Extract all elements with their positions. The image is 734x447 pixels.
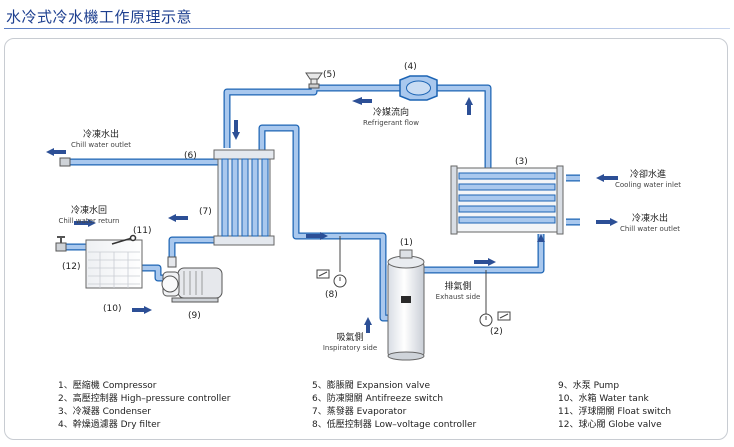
label-compressor-number: (1) <box>400 238 413 248</box>
legend-item: 12、球心閥 Globe valve <box>558 420 662 430</box>
legend-item: 3、冷凝器 Condenser <box>58 407 151 417</box>
diagram-frame <box>4 38 728 440</box>
legend-item: 7、蒸發器 Evaporator <box>312 407 407 417</box>
chill-return-label: 冷凍水回 Chill water return <box>58 206 120 225</box>
dry-filter <box>399 75 438 101</box>
condenser <box>450 165 564 235</box>
globe-valve-icon <box>55 236 67 252</box>
expansion-valve-icon <box>305 72 323 89</box>
chill-outlet-right-label: 冷凍水出 Chill water outlet <box>619 214 680 233</box>
pressure-gauge-icon <box>316 236 347 288</box>
compressor <box>387 249 425 361</box>
label-float-switch-number: (11) <box>133 226 152 236</box>
float-switch <box>111 234 137 245</box>
inspiratory-side-label: 吸氣側 Inspiratory side <box>322 333 378 352</box>
pump <box>161 256 223 303</box>
legend-item: 4、幹燥過濾器 Dry filter <box>58 420 161 430</box>
legend-item: 1、壓縮機 Compressor <box>58 381 157 391</box>
legend-item: 6、防凍開關 Antifreeze switch <box>312 394 444 404</box>
cooling-inlet-label: 冷卻水進 Cooling water inlet <box>615 170 681 189</box>
label-dry-filter-number: (4) <box>404 62 417 72</box>
label-antifreeze-number: (6) <box>184 151 197 161</box>
chill-outlet-left-label: 冷凍水出 Chill water outlet <box>70 130 131 149</box>
pipe-network <box>66 84 580 322</box>
legend-item: 5、膨脹閥 Expansion valve <box>312 381 430 391</box>
label-water-tank-number: (10) <box>103 304 122 314</box>
label-pump-number: (9) <box>188 311 201 321</box>
legend-item: 2、高壓控制器 High–pressure controller <box>58 394 231 404</box>
label-high-pressure-number: (2) <box>490 327 503 337</box>
label-low-pressure-number: (8) <box>325 290 338 300</box>
label-globe-valve-number: (12) <box>62 262 81 272</box>
pipe-pump-to-evap <box>168 236 218 257</box>
water-tank <box>85 234 143 289</box>
page-title: 水冷式冷水機工作原理示意 <box>6 8 193 26</box>
legend-column-1: 1、壓縮機 Compressor 2、高壓控制器 High–pressure c… <box>58 380 230 432</box>
legend-item: 11、浮球開關 Float switch <box>558 407 672 417</box>
exhaust-side-label: 排氣側 Exhaust side <box>435 282 481 301</box>
legend-item: 8、低壓控制器 Low–voltage controller <box>312 420 477 430</box>
legend-column-3: 9、水泵 Pump 10、水箱 Water tank 11、浮球開關 Float… <box>558 380 671 432</box>
legend-item: 10、水箱 Water tank <box>558 394 649 404</box>
label-condenser-number: (3) <box>515 157 528 167</box>
refrigerant-flow-label: 冷媒流向 Refrigerant flow <box>363 108 419 127</box>
globe-valve-icon <box>59 157 71 167</box>
title-divider <box>4 28 730 29</box>
legend-item: 9、水泵 Pump <box>558 381 620 391</box>
label-expansion-valve-number: (5) <box>323 70 336 80</box>
label-evaporator-number: (7) <box>199 207 212 217</box>
evaporator <box>213 149 275 246</box>
arrow-icon <box>46 97 618 333</box>
legend-column-2: 5、膨脹閥 Expansion valve 6、防凍開關 Antifreeze … <box>312 380 476 432</box>
pressure-gauge-icon <box>479 270 511 327</box>
pipe-condenser-to-compressor <box>422 234 545 274</box>
